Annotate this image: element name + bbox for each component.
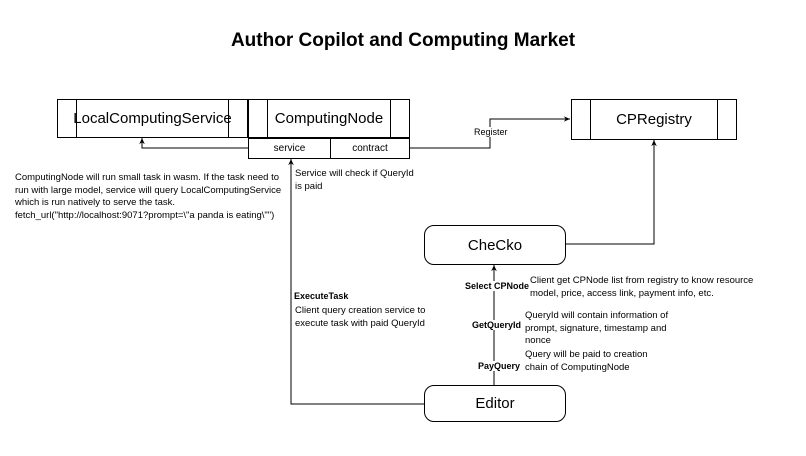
checko-node: CheCko <box>424 225 566 265</box>
register-label: Register <box>472 127 510 137</box>
computing-node: ComputingNode <box>248 99 410 138</box>
contract-cell: contract <box>330 138 410 159</box>
note-line: Service will check if QueryId <box>295 168 414 179</box>
diagram-title: Author Copilot and Computing Market <box>230 30 576 51</box>
computing-node-note: ComputingNode will run small task in was… <box>15 172 300 222</box>
note-line: QueryId will contain information of <box>525 310 669 321</box>
service-check-note: Service will check if QueryId is paid <box>295 168 414 193</box>
edge-execute-task <box>288 159 424 405</box>
cp-registry-node: CPRegistry <box>571 99 737 140</box>
note-line: ComputingNode will run small task in was… <box>15 172 280 183</box>
note-line: chain of ComputingNode <box>525 361 630 373</box>
execute-task-label: ExecuteTask <box>294 291 349 301</box>
note-line: Client get CPNode list from registry to … <box>530 275 754 286</box>
note-line: which is run natively to serve the task. <box>15 197 175 208</box>
note-line: Client query creation service to <box>295 305 426 316</box>
pay-query-label: PayQuery <box>477 361 522 371</box>
select-cpnode-label: Select CPNode <box>464 281 531 291</box>
execute-task-note: Client query creation service to execute… <box>295 305 425 330</box>
note-line: Query will be paid to creation <box>525 349 648 360</box>
editor-node: Editor <box>424 385 566 422</box>
checko-label: CheCko <box>467 236 523 254</box>
note-line: model, price, access link, payment info,… <box>530 287 714 299</box>
edge-service-to-local <box>139 138 248 149</box>
pay-query-note: Query will be paid to creation chain of … <box>525 349 648 374</box>
editor-label: Editor <box>475 395 515 412</box>
service-cell: service <box>248 138 331 159</box>
get-query-id-label: GetQueryId <box>471 320 523 330</box>
note-line: is paid <box>295 180 323 192</box>
edge-checko-to-registry <box>566 140 657 245</box>
local-computing-service-node: LocalComputingService <box>57 99 248 138</box>
local-computing-service-label: LocalComputingService <box>73 110 232 127</box>
note-line: nonce <box>525 335 551 346</box>
note-line: fetch_url("http://localhost:9071?prompt=… <box>15 209 275 221</box>
get-query-id-note: QueryId will contain information of prom… <box>525 310 668 348</box>
note-line: run with large model, service will query… <box>15 184 282 196</box>
select-cpnode-note: Client get CPNode list from registry to … <box>530 275 753 300</box>
cp-registry-label: CPRegistry <box>616 111 692 128</box>
computing-node-label: ComputingNode <box>274 110 384 127</box>
note-line: execute task with paid QueryId <box>295 317 425 329</box>
note-line: prompt, signature, timestamp and <box>525 322 667 334</box>
